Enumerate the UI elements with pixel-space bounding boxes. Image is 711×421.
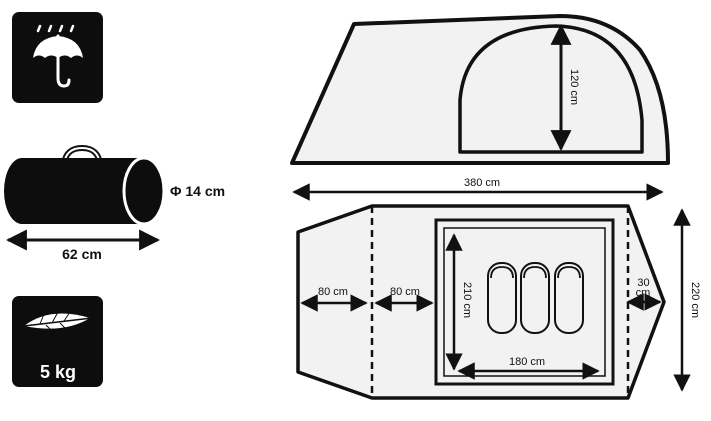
tent-side-view bbox=[290, 14, 670, 165]
bedroom-length-label: 210 cm bbox=[461, 282, 473, 318]
sleeping-bags bbox=[487, 262, 584, 334]
weight-label: 5 kg bbox=[40, 362, 76, 382]
bedroom-width-label: 180 cm bbox=[509, 356, 545, 368]
total-width-label: 220 cm bbox=[689, 282, 701, 318]
sleeping-bag-1 bbox=[487, 262, 517, 334]
rear-gap-label: 30 cm bbox=[636, 277, 653, 299]
weight-icon bbox=[12, 296, 103, 387]
sleeping-bag-2 bbox=[520, 262, 550, 334]
tent-length-label: 380 cm bbox=[464, 177, 500, 189]
waterproof-icon bbox=[12, 12, 103, 103]
vestibule-depth-label: 80 cm bbox=[318, 286, 348, 298]
bag-length-label: 62 cm bbox=[62, 246, 102, 262]
sleeping-bag-3 bbox=[554, 262, 584, 334]
hall-depth-label: 80 cm bbox=[390, 286, 420, 298]
bag-diameter-label: Φ 14 cm bbox=[170, 183, 225, 199]
inner-height-label: 120 cm bbox=[568, 69, 580, 105]
carry-bag-icon bbox=[4, 144, 166, 226]
